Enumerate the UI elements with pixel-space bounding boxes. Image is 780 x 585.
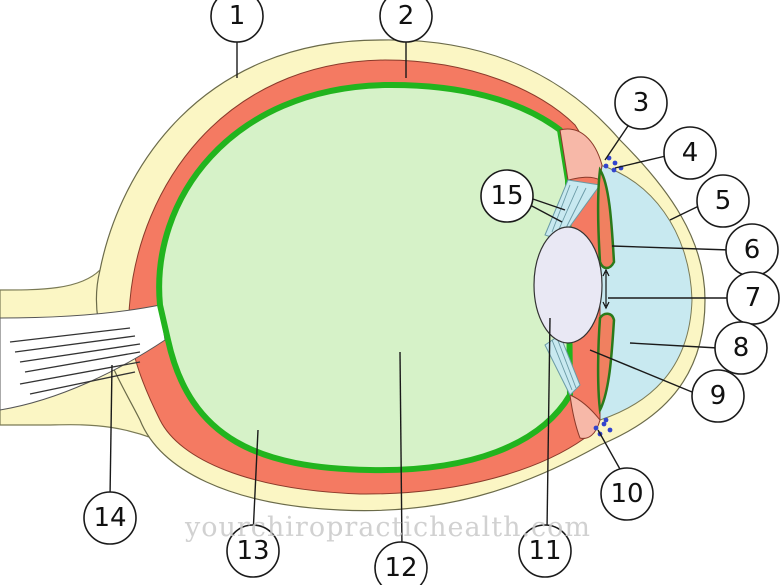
leader-3 [604,119,633,161]
leader-8 [629,342,719,349]
leader-15a [529,197,566,211]
callout-label-13: 13 [236,536,269,566]
callout-6: 6 [725,223,779,277]
leader-11 [546,317,551,531]
leader-13 [252,429,259,536]
leader-lines [109,33,732,551]
nerve-fibres [9,327,141,395]
callout-14: 14 [83,491,137,545]
callout-label-14: 14 [93,503,126,533]
leader-6 [611,245,731,251]
callout-2: 2 [379,0,433,43]
leader-9 [589,349,693,393]
callout-5: 5 [696,174,750,228]
leader-15b [529,204,563,223]
callout-label-11: 11 [528,536,561,566]
ciliary-body-bottom [569,394,601,439]
callout-label-2: 2 [398,1,415,31]
leader-12 [399,351,403,551]
callout-4: 4 [663,126,717,180]
callout-label-15: 15 [490,181,523,211]
callout-3: 3 [614,76,668,130]
callout-12: 12 [374,541,428,585]
callout-label-3: 3 [633,88,650,118]
leader-4 [614,154,671,169]
iris-top [596,166,616,270]
optic-nerve [0,304,166,411]
callout-label-5: 5 [715,186,732,216]
pupil-arrow [602,268,610,310]
callout-label-10: 10 [610,479,643,509]
callout-13: 13 [226,524,280,578]
vitreous-body [156,81,573,474]
callout-9: 9 [691,369,745,423]
callout-label-8: 8 [733,333,750,363]
callout-1: 1 [210,0,264,43]
callout-label-9: 9 [710,381,727,411]
iris-bottom [596,312,616,415]
cornea [599,164,693,421]
callout-7: 7 [726,271,780,325]
callout-label-7: 7 [745,283,762,313]
callout-label-1: 1 [229,1,246,31]
leader-14 [109,364,113,499]
callout-label-4: 4 [682,138,699,168]
callout-15: 15 [480,169,534,223]
watermark: yourchiropractichealth.com [184,512,591,543]
lens [533,226,603,344]
callout-11: 11 [518,524,572,578]
callout-label-6: 6 [744,235,761,265]
callout-8: 8 [714,321,768,375]
callout-label-12: 12 [384,553,417,583]
callout-10: 10 [600,467,654,521]
